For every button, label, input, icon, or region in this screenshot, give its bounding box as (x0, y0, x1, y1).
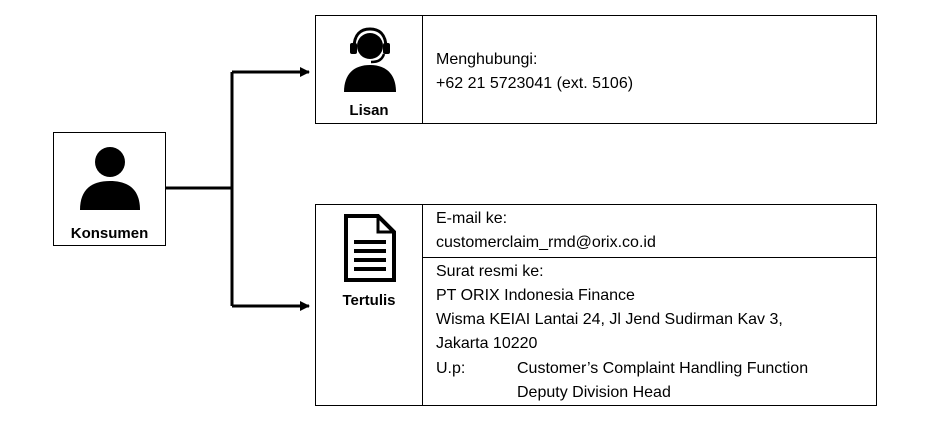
lisan-phone: +62 21 5723041 (ext. 5106) (436, 75, 634, 92)
email-heading: E-mail ke: (436, 210, 508, 227)
lisan-label: Lisan (349, 102, 389, 119)
person-icon (80, 147, 140, 210)
lisan-line-1: Menghubungi: (436, 51, 538, 68)
tertulis-box: Tertulis E-mail ke: customerclaim_rmd@or… (315, 204, 877, 406)
email-address: customerclaim_rmd@orix.co.id (436, 234, 656, 251)
surat-address: Wisma KEIAI Lantai 24, Jl Jend Sudirman … (436, 311, 783, 328)
surat-city: Jakarta 10220 (436, 335, 538, 352)
lisan-box: Lisan Menghubungi: +62 21 5723041 (ext. … (315, 15, 877, 124)
konsumen-box: Konsumen (53, 132, 166, 246)
headset-person-icon (344, 27, 396, 92)
attn-function: Customer’s Complaint Handling Function (517, 360, 809, 377)
attn-prefix: U.p: (436, 360, 466, 377)
lisan-divider (422, 16, 423, 123)
document-icon (344, 214, 396, 282)
tertulis-label: Tertulis (342, 292, 396, 309)
surat-heading: Surat resmi ke: (436, 263, 544, 280)
tertulis-divider (422, 205, 423, 405)
tertulis-row-divider (422, 257, 876, 258)
surat-company: PT ORIX Indonesia Finance (436, 287, 635, 304)
konsumen-label: Konsumen (70, 225, 149, 242)
attn-title: Deputy Division Head (517, 384, 671, 401)
